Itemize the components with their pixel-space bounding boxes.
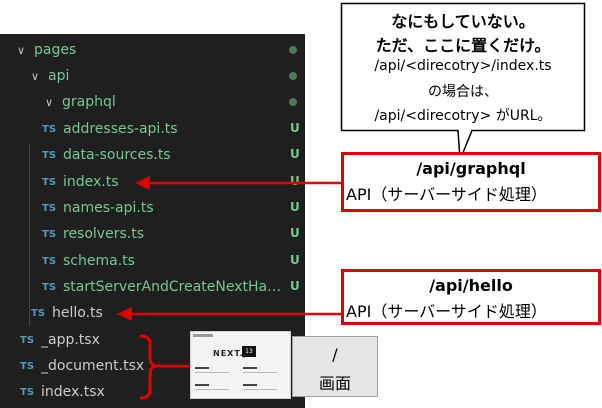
typescript-icon: TS — [20, 360, 35, 372]
balloon-line-1: なにもしていない。 — [391, 12, 535, 31]
git-status-badge: U — [290, 200, 300, 214]
git-status-badge: U — [290, 147, 300, 161]
arrow-head-hello — [117, 307, 132, 321]
version-badge: 13 — [242, 346, 256, 357]
git-status-dot — [289, 72, 297, 80]
balloon-line-2: ただ、ここに置くだけ。 — [375, 36, 551, 55]
balloon-line-5: /api/<direcotry> がURL。 — [374, 108, 552, 124]
page-route-title: / — [332, 345, 338, 364]
typescript-icon: TS — [42, 149, 57, 161]
tree-item-app[interactable]: TS _app.tsx — [0, 327, 305, 353]
git-status-badge: U — [290, 253, 300, 267]
balloon-line-4: の場合は、 — [428, 84, 498, 100]
graphql-api-title: /api/graphql — [416, 159, 526, 178]
tree-item-names-api[interactable]: TS names-api.ts U — [0, 195, 305, 221]
typescript-icon: TS — [42, 255, 57, 267]
git-status-badge: U — [290, 121, 300, 135]
tree-item-index-ts[interactable]: TS index.ts U — [0, 169, 305, 195]
typescript-icon: TS — [20, 334, 35, 346]
chevron-down-icon: ∨ — [16, 43, 26, 57]
typescript-icon: TS — [31, 307, 46, 319]
tree-item-pages[interactable]: ∨ pages — [0, 37, 305, 63]
arrow-head-graphql — [135, 176, 150, 190]
git-status-dot — [289, 98, 297, 106]
graphql-api-label: /api/graphql API（サーバーサイド処理） — [341, 152, 601, 212]
curly-brace-icon — [139, 334, 159, 400]
tree-item-document[interactable]: TS _document.tsx — [0, 353, 305, 379]
nextjs-logo: NEXT.js — [213, 349, 254, 358]
tree-item-graphql[interactable]: ∨ graphql — [0, 89, 305, 115]
git-status-badge: U — [290, 226, 300, 240]
git-status-badge: U — [290, 174, 300, 188]
thumbnail-card — [243, 367, 283, 379]
file-explorer: ∨ pages ∨ api ∨ graphql TS addresses-api… — [0, 34, 305, 408]
tree-item-data-sources[interactable]: TS data-sources.ts U — [0, 142, 305, 168]
typescript-icon: TS — [42, 228, 57, 240]
typescript-icon: TS — [42, 202, 57, 214]
balloon-line-3: /api/<direcotry>/index.ts — [374, 58, 552, 74]
page-route-subtitle: 画面 — [318, 374, 351, 393]
indent-guide — [29, 144, 30, 326]
typescript-icon: TS — [42, 281, 57, 293]
typescript-icon: TS — [20, 386, 35, 398]
tree-item-api[interactable]: ∨ api — [0, 63, 305, 89]
chevron-down-icon: ∨ — [44, 95, 54, 109]
tree-item-start-server[interactable]: TS startServerAndCreateNextHan... U — [0, 274, 305, 300]
hello-api-label: /api/hello API（サーバーサイド処理） — [341, 269, 601, 325]
thumbnail-card — [243, 384, 283, 396]
tree-item-schema[interactable]: TS schema.ts U — [0, 248, 305, 274]
thumbnail-card — [195, 384, 235, 396]
graphql-api-subtitle: API（サーバーサイド処理） — [346, 185, 547, 204]
nextjs-page-thumbnail: NEXT.js 13 — [190, 331, 291, 399]
tree-item-addresses-api[interactable]: TS addresses-api.ts U — [0, 116, 305, 142]
tree-item-resolvers[interactable]: TS resolvers.ts U — [0, 221, 305, 247]
git-status-badge: U — [290, 279, 300, 293]
git-status-dot — [289, 46, 297, 54]
thumbnail-card — [195, 367, 235, 379]
tree-item-hello[interactable]: TS hello.ts — [0, 300, 305, 326]
callout-balloon: なにもしていない。 ただ、ここに置くだけ。 /api/<direcotry>/i… — [340, 2, 586, 161]
thumbnail-toolbar — [193, 334, 213, 337]
typescript-icon: TS — [42, 123, 57, 135]
hello-api-title: /api/hello — [429, 276, 513, 295]
typescript-icon: TS — [42, 176, 57, 188]
page-route-label: / 画面 — [292, 336, 378, 397]
tree-item-index-tsx[interactable]: TS index.tsx — [0, 379, 305, 405]
chevron-down-icon: ∨ — [30, 69, 40, 83]
balloon-shape — [340, 2, 586, 161]
hello-api-subtitle: API（サーバーサイド処理） — [346, 302, 547, 321]
